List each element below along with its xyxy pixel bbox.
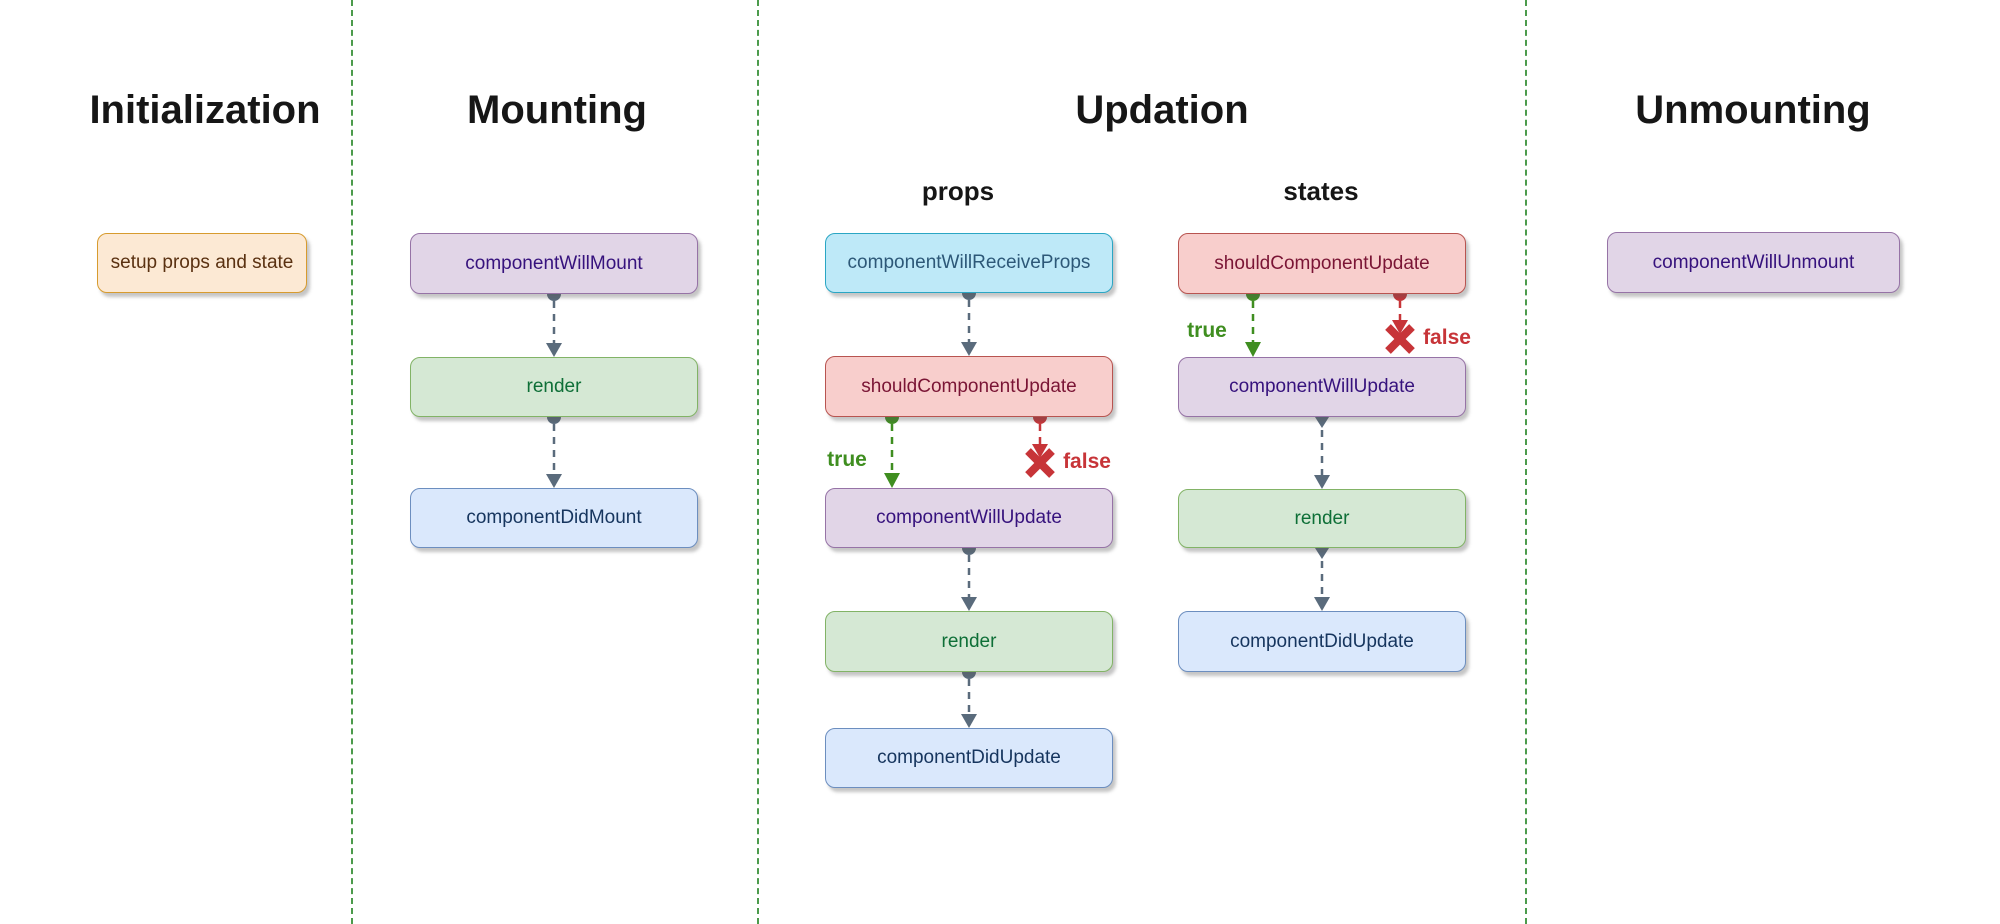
- node-label: componentDidUpdate: [877, 747, 1061, 768]
- connector-render-didmount: [546, 410, 562, 488]
- node-label: shouldComponentUpdate: [861, 375, 1077, 397]
- node-label: componentWillUnmount: [1652, 251, 1855, 273]
- node-setup-props-and-state: setup props and state: [97, 233, 307, 293]
- node-component-will-receive-props: componentWillReceiveProps: [825, 233, 1113, 293]
- column-heading-props: props: [921, 176, 995, 206]
- node-label: shouldComponentUpdate: [1214, 252, 1430, 274]
- node-label: render: [526, 376, 582, 397]
- node-label: componentDidUpdate: [1230, 630, 1414, 652]
- connector-props-false-branch: [1025, 410, 1055, 478]
- node-component-did-mount: componentDidMount: [410, 488, 698, 548]
- states-true-label: true: [1187, 319, 1227, 342]
- node-label: componentWillMount: [465, 252, 643, 274]
- connector-states-true-branch: [1245, 287, 1261, 357]
- column-heading-states: states: [1283, 176, 1359, 206]
- node-states-component-will-update: componentWillUpdate: [1178, 357, 1466, 417]
- connector-props-willupdate-render: [961, 541, 977, 611]
- props-false-label: false: [1063, 450, 1111, 473]
- section-divider-2: [757, 0, 759, 924]
- connector-states-false-branch: [1385, 287, 1415, 354]
- connector-props-true-branch: [884, 410, 900, 488]
- props-true-label: true: [827, 448, 867, 471]
- connector-states-willupdate-render: [1314, 417, 1330, 489]
- node-props-component-did-update: componentDidUpdate: [825, 728, 1113, 788]
- node-component-will-unmount: componentWillUnmount: [1607, 232, 1900, 293]
- section-title-unmounting: Unmounting: [1635, 88, 1871, 132]
- node-label: componentWillUpdate: [1229, 376, 1415, 397]
- section-divider-3: [1525, 0, 1527, 924]
- connector-willmount-render: [546, 287, 562, 357]
- section-title-updation: Updation: [1075, 88, 1249, 132]
- node-label: componentDidMount: [466, 507, 642, 528]
- states-false-label: false: [1423, 326, 1471, 349]
- node-states-component-did-update: componentDidUpdate: [1178, 611, 1466, 672]
- node-label: componentWillReceiveProps: [847, 252, 1091, 273]
- connector-props-render-didupdate: [961, 665, 977, 728]
- node-label: render: [1294, 507, 1350, 529]
- node-states-render: render: [1178, 489, 1466, 548]
- section-title-mounting: Mounting: [467, 88, 647, 132]
- node-props-render: render: [825, 611, 1113, 672]
- node-states-should-component-update: shouldComponentUpdate: [1178, 233, 1466, 294]
- connector-willreceiveprops-shouldupdate: [961, 286, 977, 356]
- node-mounting-render: render: [410, 357, 698, 417]
- node-label: render: [941, 630, 997, 652]
- section-title-initialization: Initialization: [89, 88, 321, 132]
- node-label: componentWillUpdate: [876, 507, 1062, 528]
- node-props-component-will-update: componentWillUpdate: [825, 488, 1113, 548]
- node-props-should-component-update: shouldComponentUpdate: [825, 356, 1113, 417]
- node-label: setup props and state: [110, 252, 294, 273]
- node-component-will-mount: componentWillMount: [410, 233, 698, 294]
- connector-states-render-didupdate: [1314, 548, 1330, 611]
- section-divider-1: [351, 0, 353, 924]
